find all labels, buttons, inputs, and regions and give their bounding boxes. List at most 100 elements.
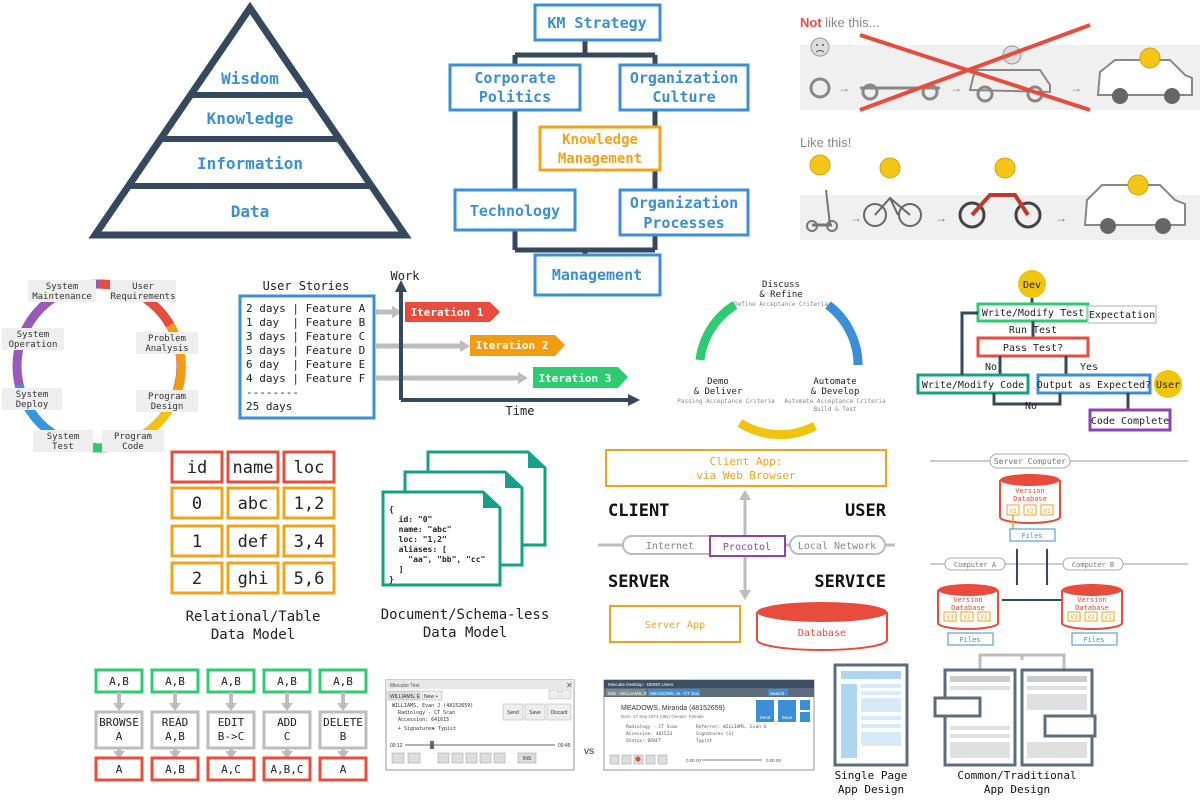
svg-text:MEADOWS, M - CT Sca: MEADOWS, M - CT Sca <box>650 691 699 696</box>
server-computer-label: Server Computer <box>994 457 1066 466</box>
search-icon[interactable] <box>548 689 560 700</box>
mock-left-signatures[interactable]: + Signatures <box>398 726 434 732</box>
svg-text:Save: Save <box>782 715 793 720</box>
iteration-3-flag <box>533 367 628 388</box>
mock-right-tab[interactable] <box>606 689 646 696</box>
organization-processes-line2: Processes <box>643 214 724 232</box>
happy-face-icon <box>1127 174 1149 196</box>
sdlc-system-maintenance-2: Maintenance <box>32 292 92 302</box>
organization-culture-box <box>618 63 750 112</box>
mock-right-time-end: 0:00.00 <box>766 758 782 763</box>
code-complete-label: Code Complete <box>1091 416 1169 427</box>
table-header-loc: loc <box>294 458 325 478</box>
user-label: USER <box>845 501 887 521</box>
organization-processes-line1: Organization <box>630 194 738 212</box>
svg-text:→: → <box>950 81 962 95</box>
mvp-not-sequence: → → → <box>809 23 1193 112</box>
mock-left-typist[interactable]: + Typist <box>432 726 456 732</box>
svg-text:V2: V2 <box>1026 508 1034 515</box>
bdd-discuss-sub: Define Acceptance Criteria <box>734 301 828 308</box>
document-json: { id: "0" name: "abc" loc: "1,2" aliases… <box>389 505 485 584</box>
mock-left-title: Miecube Text <box>390 683 420 689</box>
svg-text:id: "0": id: "0" <box>389 514 432 524</box>
record-icon[interactable] <box>635 756 641 762</box>
mock-left-tab[interactable] <box>387 690 421 701</box>
sdlc-problem-analysis-1: Problem <box>148 334 186 344</box>
mock-left-new-tab[interactable] <box>421 690 443 701</box>
table-cell <box>282 486 336 520</box>
write-code-box <box>916 373 1030 395</box>
iteration-2-label: Iteration 2 <box>476 339 549 352</box>
document-caption-1: Document/Schema-less <box>381 607 550 623</box>
bdd-demo-2: & Deliver <box>694 387 743 397</box>
send-button[interactable] <box>502 703 524 721</box>
gear-icon[interactable] <box>560 689 572 700</box>
sdlc-system-operation-2: Operation <box>9 340 58 350</box>
mock-right-tab-active[interactable] <box>648 689 700 696</box>
motorcycle-icon <box>958 193 1042 229</box>
iteration-3-label: Iteration 3 <box>539 372 612 385</box>
svg-text:Files: Files <box>959 636 980 644</box>
mvp-like-heading: Like this! <box>800 135 851 150</box>
table-cell <box>282 561 336 595</box>
svg-text:]: ] <box>389 565 403 574</box>
story-separator: -------- <box>246 386 299 399</box>
mock-left-patient: WILLIAMS, Evan J (48152659) <box>392 703 473 709</box>
save-button[interactable] <box>778 700 796 722</box>
dikw-pyramid: Wisdom Knowledge Information Data <box>88 1 412 239</box>
suv-icon <box>1096 59 1193 104</box>
mock-right-title: Miecube Desktop - DEMO Users <box>608 682 674 687</box>
svg-text:A: A <box>116 730 123 743</box>
ins-indicator: INS <box>523 756 532 762</box>
svg-text:Status: DRAFT: Status: DRAFT <box>626 738 662 744</box>
output-expected-label: Output as Expected? <box>1037 380 1151 391</box>
run-test-label: Run Test <box>1009 325 1057 336</box>
client-app-line2: via Web Browser <box>696 469 796 482</box>
close-icon[interactable]: ✕ <box>566 681 573 690</box>
svg-text:{: { <box>389 505 394 514</box>
table-cell-value: def <box>238 532 269 552</box>
send-button[interactable] <box>756 700 774 722</box>
organization-culture-line2: Culture <box>652 88 715 106</box>
playback-handle[interactable] <box>430 741 434 749</box>
refresh-icon[interactable] <box>800 700 810 710</box>
svg-text:Database: Database <box>1075 604 1109 612</box>
svg-text:BROWSE: BROWSE <box>99 716 139 729</box>
svg-text:B: B <box>340 730 347 743</box>
svg-text:aliases: [: aliases: [ <box>389 544 447 554</box>
server-files-box <box>1009 528 1056 542</box>
no-label-2: No <box>1025 401 1037 412</box>
no-label: No <box>985 362 997 373</box>
pyramid-level-knowledge: Knowledge <box>207 109 294 128</box>
organization-processes-box <box>618 188 750 237</box>
story-row: 5 days | Feature D <box>246 344 365 357</box>
discard-button[interactable] <box>546 703 572 721</box>
vcs-sync-arrows <box>1002 549 1062 601</box>
bdd-arc-green <box>695 301 738 361</box>
playback-controls[interactable] <box>391 752 537 764</box>
mock-right-search[interactable] <box>768 689 788 696</box>
delete-icon[interactable] <box>800 712 810 722</box>
write-test-label: Write/Modify Test <box>982 308 1084 319</box>
table-cell <box>226 561 280 595</box>
iteration-1-label: Iteration 1 <box>411 306 484 319</box>
table-cell-value: 3,4 <box>294 532 325 552</box>
km-strategy-box <box>533 3 662 42</box>
code-complete-box <box>1088 408 1172 432</box>
svg-text:V2: V2 <box>1087 614 1095 621</box>
expectation-box <box>1087 305 1157 324</box>
svg-text:Accession: 481524: Accession: 481524 <box>626 731 672 737</box>
bdd-automate-1: Automate <box>813 377 856 387</box>
table-cell-value: 2 <box>192 569 202 589</box>
save-button[interactable] <box>524 703 546 721</box>
sdlc-cycle: User Requirements Problem Analysis Progr… <box>2 279 198 453</box>
computer-b-label: Computer B <box>1072 561 1114 569</box>
table-cell <box>170 486 224 520</box>
svg-text:→: → <box>1055 211 1067 225</box>
local-network-label: Local Network <box>798 541 876 552</box>
organization-culture-line1: Organization <box>630 69 738 87</box>
computer-a-pill <box>944 557 1006 571</box>
svg-text:B->C: B->C <box>218 730 245 743</box>
